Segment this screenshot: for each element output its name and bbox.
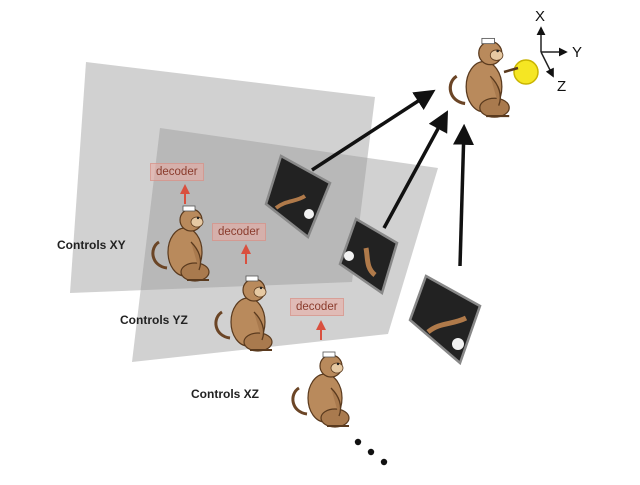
monkey-icon [448, 36, 511, 119]
axis-z-label: Z [557, 78, 567, 95]
arrow-xz-to-target [453, 123, 475, 267]
plane-yz [132, 128, 438, 362]
axes-icon [536, 26, 568, 78]
controls-xy-label: Controls XY [57, 238, 126, 252]
arrow-xy-to-target [311, 89, 436, 172]
screen-icon [338, 217, 399, 296]
decoder-label: decoder [290, 298, 344, 316]
target-ball-icon [513, 59, 539, 85]
axis-x-label: X [535, 8, 546, 25]
arrow-yz-to-target [382, 110, 449, 229]
plane-xy [70, 62, 375, 293]
decoder-label: decoder [212, 223, 266, 241]
ellipsis-icon [354, 438, 388, 466]
controls-yz-label: Controls YZ [120, 313, 188, 327]
monkey-icon [291, 350, 351, 429]
screen-icon [264, 154, 332, 240]
screen-icon [408, 274, 482, 366]
decoder-label: decoder [150, 163, 204, 181]
axis-y-label: Y [572, 44, 583, 61]
controls-xz-label: Controls XZ [191, 387, 259, 401]
